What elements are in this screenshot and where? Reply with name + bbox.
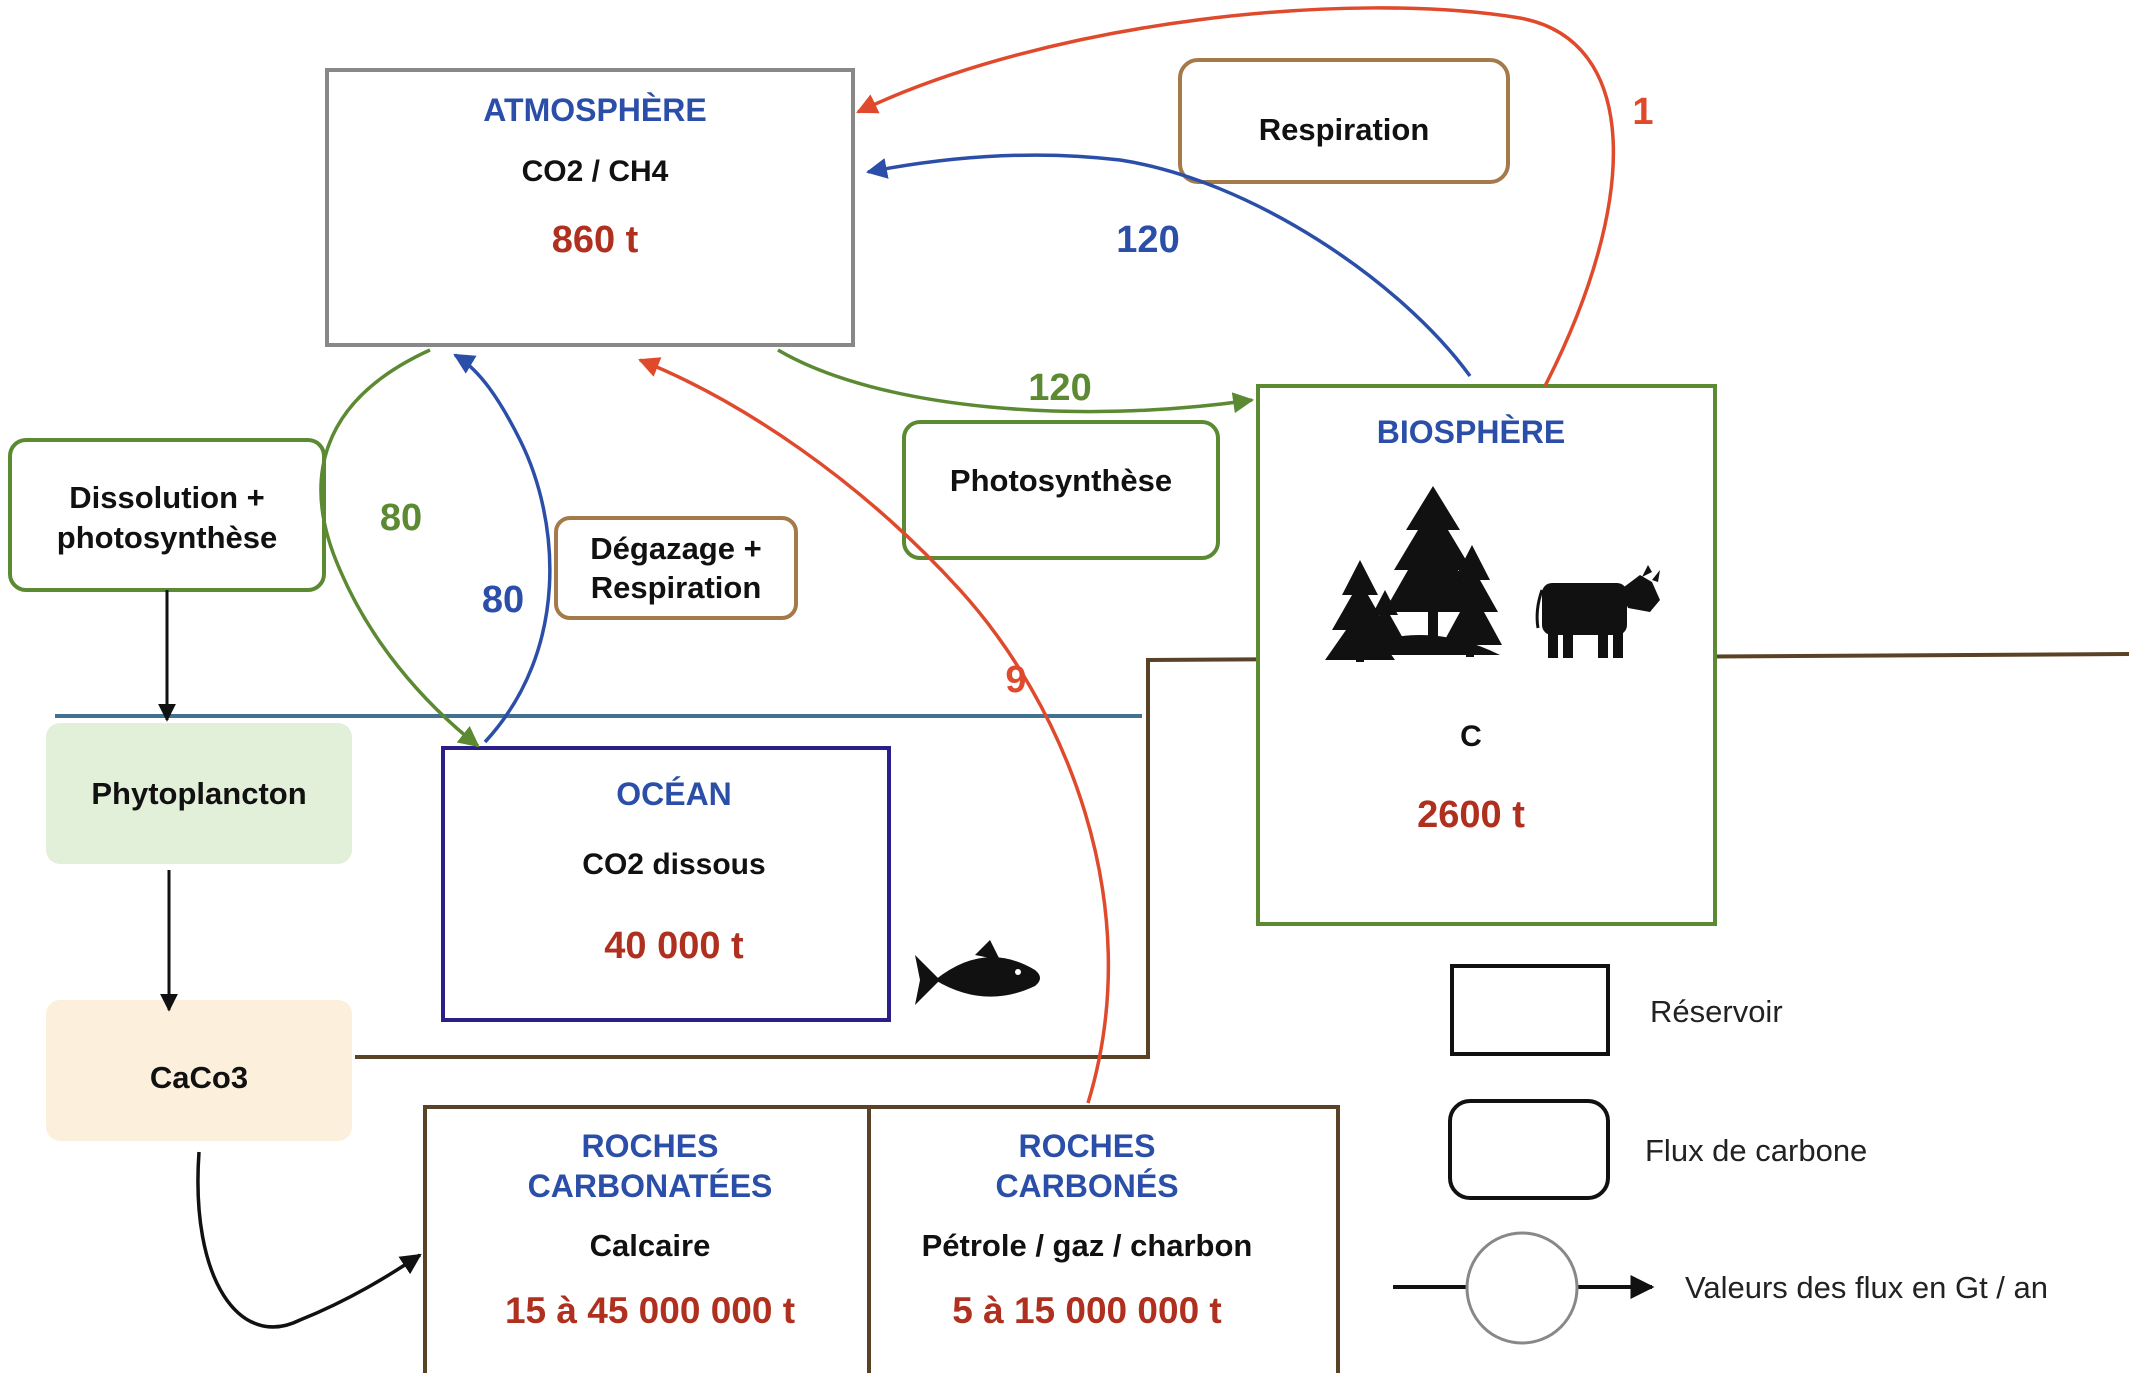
ocean-stock: 40 000 t	[604, 925, 744, 967]
caco3-label: CaCo3	[150, 1060, 248, 1095]
roches-carbones-stock: 5 à 15 000 000 t	[952, 1290, 1222, 1331]
legend-values-label: Valeurs des flux en Gt / an	[1685, 1270, 2048, 1305]
biosphere-element: C	[1460, 720, 1482, 753]
legend-reservoir-swatch	[1450, 964, 1610, 1056]
roches-carbonatees-reservoir: ROCHES CARBONATÉES Calcaire 15 à 45 000 …	[423, 1105, 871, 1373]
photosynthese-label: Photosynthèse	[950, 463, 1172, 498]
legend-flow-circle	[1465, 1231, 1579, 1345]
flow-value-respiration-blue: 120	[1116, 219, 1179, 261]
ocean-reservoir: OCÉAN CO2 dissous 40 000 t	[441, 746, 891, 1022]
arrow-atmosphere-to-ocean	[319, 348, 480, 748]
fish-icon	[915, 940, 1040, 1005]
caco3-box: CaCo3	[46, 1000, 352, 1141]
roches-carbonatees-stock: 15 à 45 000 000 t	[505, 1290, 795, 1331]
phytoplancton-label: Phytoplancton	[91, 776, 306, 811]
degazage-label-line2: Respiration	[591, 570, 762, 605]
biosphere-stock: 2600 t	[1417, 794, 1525, 836]
roches-carbonatees-title-2: CARBONATÉES	[528, 1168, 773, 1204]
atmosphere-gas: CO2 / CH4	[522, 155, 669, 188]
flow-value-degazage: 80	[482, 579, 524, 621]
respiration-flux-box: Respiration	[1178, 58, 1510, 184]
legend-flux-label: Flux de carbone	[1645, 1133, 1867, 1168]
cow-icon	[1535, 565, 1660, 658]
flow-value-dissolution: 80	[380, 497, 422, 539]
arrow-rocks-to-atmosphere	[638, 357, 1111, 1104]
dissolution-label-line1: Dissolution +	[69, 480, 265, 515]
degazage-flux-box: Dégazage + Respiration	[554, 516, 798, 620]
legend-flux-swatch	[1448, 1099, 1610, 1200]
flow-value-rocks: 9	[1005, 659, 1026, 701]
arrow-ocean-to-atmosphere	[453, 353, 552, 744]
legend: Réservoir Flux de carbone Valeurs des fl…	[1393, 964, 2048, 1345]
roches-carbones-title-1: ROCHES	[1019, 1128, 1156, 1164]
dissolution-flux-box: Dissolution + photosynthèse	[8, 438, 326, 592]
roches-carbones-content: Pétrole / gaz / charbon	[922, 1228, 1253, 1263]
arrow-atmosphere-to-biosphere	[777, 348, 1255, 414]
dissolution-label-line2: photosynthèse	[57, 520, 277, 555]
degazage-label-line1: Dégazage +	[590, 531, 761, 566]
atmosphere-stock: 860 t	[552, 219, 639, 261]
respiration-label: Respiration	[1259, 112, 1430, 147]
trees-icon	[1325, 486, 1502, 662]
phytoplancton-box: Phytoplancton	[46, 723, 352, 864]
biosphere-title: BIOSPHÈRE	[1377, 414, 1565, 450]
legend-reservoir-label: Réservoir	[1650, 994, 1783, 1029]
ocean-title: OCÉAN	[616, 776, 732, 812]
arrow-caco3-to-roches	[196, 1151, 422, 1329]
flow-value-respiration-red: 1	[1632, 91, 1653, 133]
roches-carbonatees-content: Calcaire	[590, 1228, 711, 1263]
atmosphere-title: ATMOSPHÈRE	[483, 92, 706, 128]
roches-carbones-reservoir: ROCHES CARBONÉS Pétrole / gaz / charbon …	[867, 1105, 1340, 1373]
roches-carbonatees-title-1: ROCHES	[582, 1128, 719, 1164]
roches-carbones-title-2: CARBONÉS	[995, 1168, 1178, 1204]
atmosphere-reservoir: ATMOSPHÈRE CO2 / CH4 860 t	[325, 68, 855, 347]
photosynthese-flux-box: Photosynthèse	[902, 420, 1220, 560]
ocean-gas: CO2 dissous	[582, 848, 765, 881]
arrow-biosphere-to-atmosphere-red	[856, 6, 1616, 387]
flow-value-photosynthese: 120	[1028, 367, 1091, 409]
arrow-biosphere-to-atmosphere-blue	[865, 153, 1472, 378]
